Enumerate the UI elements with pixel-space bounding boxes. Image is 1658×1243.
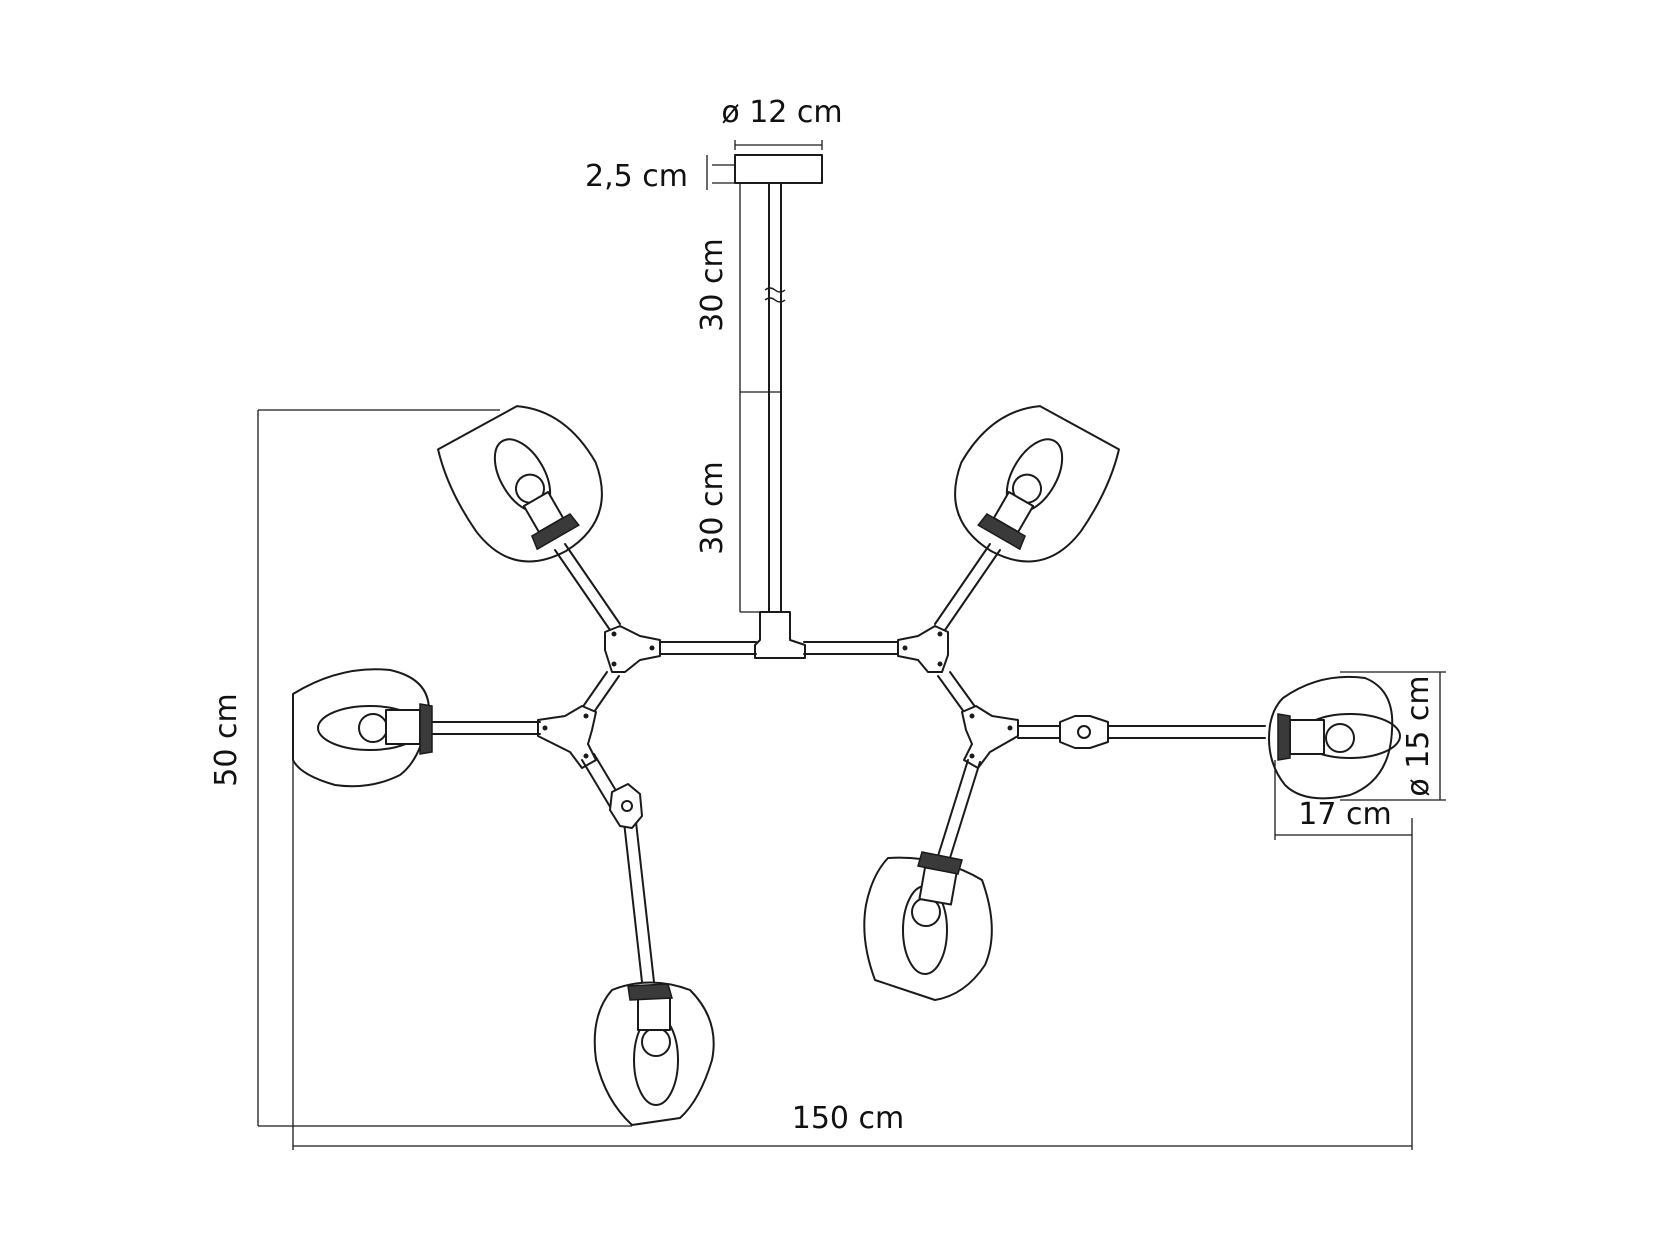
shade-left: [292, 668, 433, 788]
arm-left-horizontal: [431, 721, 541, 735]
dim-canopy-diameter-line: [734, 140, 823, 150]
arm-right-horizontal: [1017, 715, 1266, 749]
joint-right-lower: [961, 705, 1019, 769]
arm-bottom-right: [937, 759, 981, 859]
label-overall-width: 150 cm: [792, 1101, 905, 1136]
label-shade-depth: 17 cm: [1298, 797, 1391, 832]
shade-upper-right: [954, 405, 1120, 563]
label-overall-height: 50 cm: [209, 693, 244, 786]
main-arm-left: [657, 641, 757, 655]
joint-left-lower: [537, 705, 597, 769]
joint-left-upper: [604, 625, 661, 673]
dim-shade-depth-line: [1274, 760, 1412, 840]
arm-upper-right: [934, 543, 1001, 631]
label-canopy-height: 2,5 cm: [585, 159, 688, 194]
dim-overall-width-line: [292, 694, 1413, 1150]
shade-right: [1268, 675, 1401, 800]
dim-overall-height-line: [257, 409, 632, 1127]
dim-shade-diameter-line: [1340, 671, 1446, 801]
arm-upper-left: [554, 543, 621, 631]
shade-upper-left: [437, 405, 603, 563]
label-canopy-diameter: ø 12 cm: [721, 95, 842, 130]
arm-bottom-left: [581, 753, 655, 983]
arm-left-mid: [581, 671, 620, 713]
label-rod-upper: 30 cm: [695, 238, 730, 331]
main-arm-right: [803, 641, 901, 655]
shade-bottom-right: [863, 851, 993, 1001]
canopy: [734, 154, 823, 184]
label-shade-diameter: ø 15 cm: [1401, 675, 1436, 796]
dim-rod-line: [739, 183, 782, 613]
rod: [764, 182, 786, 613]
shade-bottom-left: [593, 981, 715, 1126]
label-rod-lower: 30 cm: [695, 461, 730, 554]
arm-right-mid: [937, 671, 977, 713]
central-hub: [754, 611, 806, 659]
joint-right-upper: [897, 625, 949, 673]
